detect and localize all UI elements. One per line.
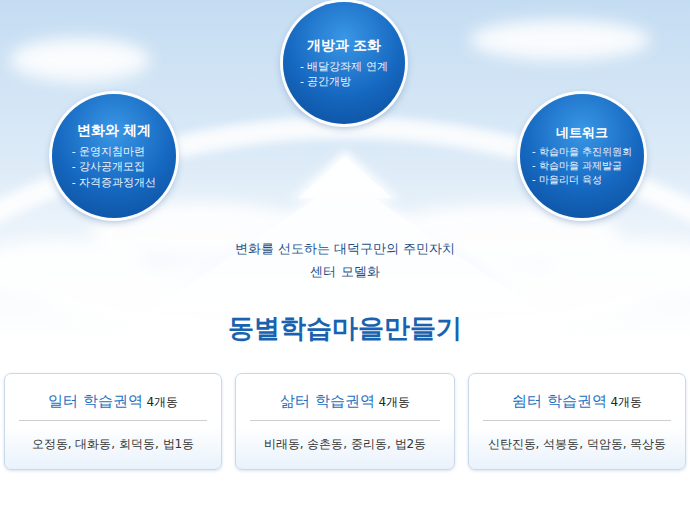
list-item: - 운영지침마련 xyxy=(72,144,156,159)
area-count: 4개동 xyxy=(379,395,411,409)
area-members: 신탄진동, 석봉동, 덕암동, 목상동 xyxy=(469,421,685,453)
area-count: 4개동 xyxy=(611,395,643,409)
area-heading: 쉼터 학습권역 4개동 xyxy=(483,374,671,421)
center-caption: 변화를 선도하는 대덕구만의 주민자치센터 모델화 xyxy=(230,238,460,284)
list-item: - 학습마을 과제발굴 xyxy=(532,159,632,173)
clouds xyxy=(0,20,690,340)
goal-circle: 변화와 체계 - 운영지침마련- 강사공개모집- 자격증과정개선 xyxy=(52,94,176,218)
area-count: 4개동 xyxy=(147,395,179,409)
circle-heading: 네트워크 xyxy=(556,125,608,141)
area-name: 일터 학습권역 xyxy=(48,392,143,410)
area-members: 오정동, 대화동, 회덕동, 법1동 xyxy=(5,421,221,453)
circle-list: - 배달강좌제 연계- 공간개방 xyxy=(300,59,388,90)
circle-list: - 학습마을 추진위원회- 학습마을 과제발굴- 마을리더 육성 xyxy=(532,145,632,187)
area-box: 쉼터 학습권역 4개동신탄진동, 석봉동, 덕암동, 목상동 xyxy=(468,373,686,470)
list-item: - 마을리더 육성 xyxy=(532,173,632,187)
list-item: - 자격증과정개선 xyxy=(72,175,156,190)
diagram-title: 동별학습마을만들기 xyxy=(0,311,690,346)
circle-list: - 운영지침마련- 강사공개모집- 자격증과정개선 xyxy=(72,144,156,190)
up-arrow-core xyxy=(150,156,540,312)
list-item: - 배달강좌제 연계 xyxy=(300,59,388,74)
area-box: 일터 학습권역 4개동오정동, 대화동, 회덕동, 법1동 xyxy=(4,373,222,470)
up-arrow xyxy=(115,150,575,320)
area-name: 쉼터 학습권역 xyxy=(512,392,607,410)
area-heading: 삶터 학습권역 4개동 xyxy=(250,374,440,421)
circle-heading: 변화와 체계 xyxy=(77,122,152,139)
list-item: - 학습마을 추진위원회 xyxy=(532,145,632,159)
circle-heading: 개방과 조화 xyxy=(307,37,382,54)
area-members: 비래동, 송촌동, 중리동, 법2동 xyxy=(236,421,454,453)
area-name: 삶터 학습권역 xyxy=(280,392,375,410)
area-heading: 일터 학습권역 4개동 xyxy=(19,374,207,421)
list-item: - 강사공개모집 xyxy=(72,159,156,174)
area-box: 삶터 학습권역 4개동비래동, 송촌동, 중리동, 법2동 xyxy=(235,373,455,470)
goal-circle: 개방과 조화 - 배달강좌제 연계- 공간개방 xyxy=(283,2,405,124)
list-item: - 공간개방 xyxy=(300,74,388,89)
goal-circle: 네트워크 - 학습마을 추진위원회- 학습마을 과제발굴- 마을리더 육성 xyxy=(520,94,644,218)
